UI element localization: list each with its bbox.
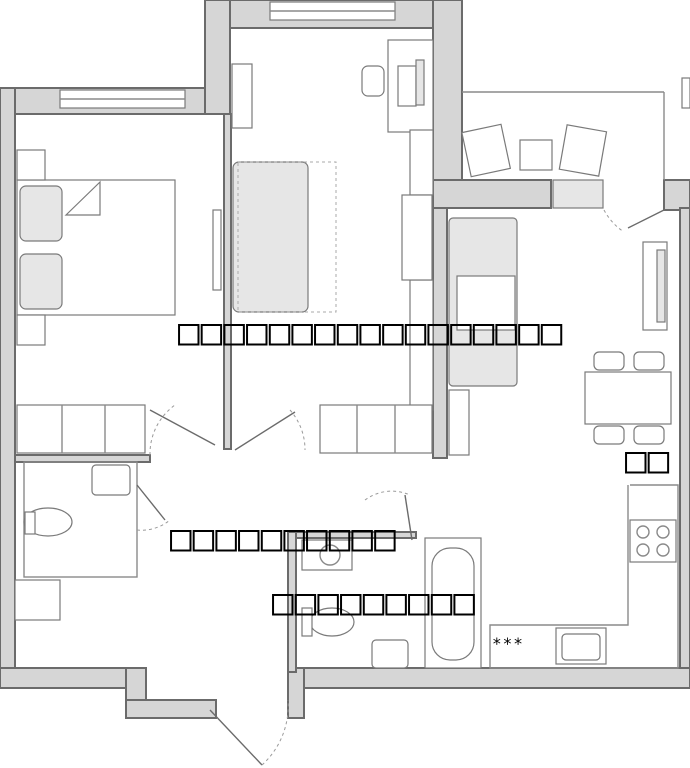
- entrance: [209, 699, 289, 766]
- stove-burner-3: [636, 543, 650, 557]
- bedroom: [16, 149, 222, 456]
- window-balcony: [681, 77, 690, 109]
- wall-study-right: [432, 0, 463, 191]
- bath2-washer-drum: [319, 544, 341, 566]
- dining-chair-2: [633, 351, 665, 371]
- bath2-door-swing: [364, 490, 411, 501]
- wall-bedroom-study: [223, 113, 232, 450]
- kitchen-stove: [629, 519, 677, 563]
- wall-entry-right: [287, 667, 305, 719]
- entrance-door: [209, 709, 263, 766]
- kitchen-counter: [489, 484, 679, 669]
- study-chair: [361, 65, 385, 97]
- wall-study-left: [204, 0, 231, 115]
- dining-chair-3: [593, 425, 625, 445]
- wall-left: [0, 87, 16, 689]
- wall-entry-bottom: [125, 699, 217, 719]
- study-bookshelf-top: [231, 63, 253, 129]
- study-bookshelf-right: [409, 129, 434, 196]
- bath1-sink: [91, 464, 131, 496]
- sofa-seat: [456, 275, 516, 331]
- bedroom-wardrobe: [16, 404, 146, 454]
- pillow-bottom: [19, 253, 63, 310]
- wall-right-stub: [663, 179, 690, 211]
- kitchen-label: □□: [625, 440, 671, 481]
- entrance-door-swing: [261, 699, 289, 766]
- study-keyboard: [397, 65, 417, 107]
- living-tv-screen: [656, 249, 666, 323]
- stove-burner-2: [656, 525, 670, 539]
- bathroom-1: [14, 461, 171, 621]
- stove-burners-label: ***: [492, 634, 524, 653]
- study-monitor: [415, 59, 425, 106]
- wall-bottom-left: [0, 667, 141, 689]
- bath1-toilet-tank: [24, 511, 36, 535]
- study-door-swing: [289, 409, 306, 451]
- stove-burner-1: [636, 525, 650, 539]
- bath2-tub-basin: [431, 547, 475, 661]
- bathroom-1-label: □□□□□□□□□□: [170, 518, 397, 559]
- bath2-sink: [371, 639, 409, 669]
- study-door: [234, 411, 296, 451]
- kitchen-sink-basin: [561, 633, 601, 661]
- balcony-chair-right: [558, 124, 608, 177]
- stove-burner-4: [656, 543, 670, 557]
- wall-bottom-right: [287, 667, 690, 689]
- nightstand-bottom: [16, 314, 46, 346]
- pillow-top: [19, 185, 63, 242]
- bath1-toilet: [23, 507, 73, 537]
- study-sofa-extended: [237, 161, 337, 313]
- dining-chair-4: [633, 425, 665, 445]
- bathroom-2: [301, 490, 482, 669]
- living-room-label: □□□□□□□□□□□□□□□□□: [178, 312, 564, 353]
- balcony-cabinet: [552, 179, 604, 209]
- bedroom-door: [149, 409, 216, 446]
- study-wardrobe: [319, 404, 433, 454]
- nightstand-top: [16, 149, 46, 181]
- bath1-door-swing: [136, 519, 171, 531]
- bath2-door: [404, 494, 413, 541]
- balcony-table: [519, 139, 553, 171]
- walls: [0, 0, 690, 719]
- wall-bath2-left: [287, 531, 297, 673]
- study: [231, 39, 434, 454]
- balcony-door-swing: [603, 209, 625, 233]
- wall-bath1-top: [14, 454, 151, 463]
- windows: [59, 1, 690, 109]
- bed-blanket-fold: [64, 180, 101, 216]
- living-kitchen: [448, 209, 679, 669]
- balcony-door: [627, 209, 665, 229]
- wall-right: [679, 207, 690, 689]
- balcony-chair-left: [461, 123, 512, 178]
- wall-bath2-top: [295, 531, 417, 539]
- bath1-closet: [14, 579, 61, 621]
- bath2-toilet-tank: [301, 607, 313, 637]
- bedroom-tv: [212, 209, 222, 291]
- dining-chair-1: [593, 351, 625, 371]
- living-shelf: [448, 389, 470, 456]
- dining-table: [584, 371, 672, 425]
- study-sofa: [232, 161, 309, 313]
- balcony: [461, 91, 665, 209]
- study-tv: [401, 194, 433, 281]
- bath1-door: [136, 484, 166, 521]
- bathroom-2-label: □□□□□□□□□: [272, 582, 477, 623]
- wall-balcony-bottom: [432, 179, 552, 209]
